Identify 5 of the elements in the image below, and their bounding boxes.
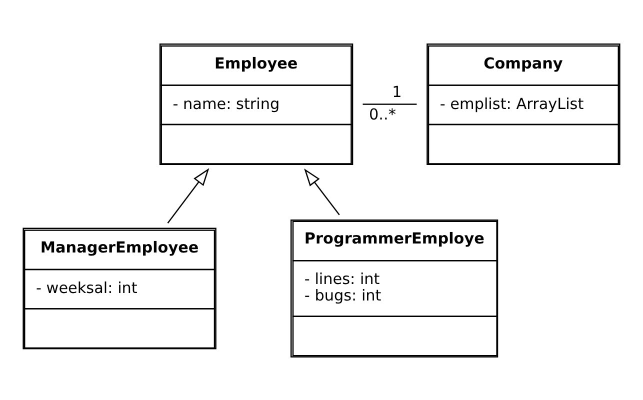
label: 0..* xyxy=(369,105,396,124)
label: 1 xyxy=(392,82,402,100)
arrow xyxy=(304,168,340,215)
arrow xyxy=(167,168,210,224)
connector xyxy=(362,103,417,104)
